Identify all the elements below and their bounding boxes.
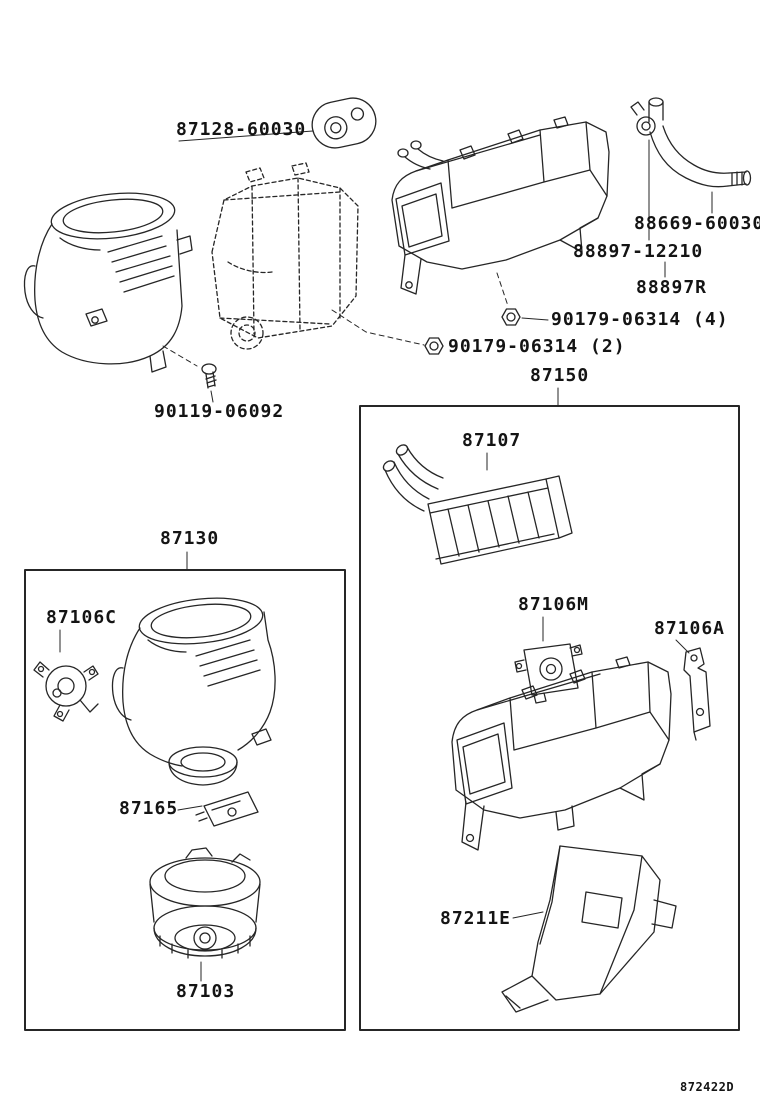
floor-duct-drawing [501,845,677,1013]
hose-drawing [630,97,752,188]
part-label-87106A: 87106A [654,618,726,639]
part-label-88669-60030: 88669-60030 [634,213,760,234]
part-label-87211E: 87211E [440,908,512,929]
heater-core-drawing [382,444,573,565]
part-label-90119-06092: 90119-06092 [154,401,285,422]
part-label-87106M: 87106M [518,594,590,615]
leader-lines [59,130,713,982]
bracket-a-drawing [683,647,711,741]
assembly-label-87130: 87130 [160,528,220,549]
grommet-drawing [311,97,377,149]
part-label-87106C: 87106C [46,607,118,628]
blower-case-lower-drawing [111,597,276,786]
assembly-box-87130 [24,569,346,1031]
phantom-leader-lines [162,272,509,367]
heater-unit-phantom-drawing [211,162,359,350]
part-label-87103: 87103 [176,981,236,1002]
nut-x4-drawing [501,308,521,326]
assembly-box-87150 [359,405,740,1031]
bolt-drawing [201,363,217,389]
blower-resistor-drawing [195,791,259,827]
part-label-88897R: 88897R [636,277,708,298]
blower-motor-drawing [149,847,261,959]
servo-motor-c-drawing [33,661,99,722]
servo-motor-m-drawing [514,643,583,704]
part-label-87128-60030: 87128-60030 [176,119,307,140]
part-label-90179-06314-x2: 90179-06314 (2) [448,336,626,357]
heater-case-lower-drawing [451,656,672,851]
nut-x2-drawing [424,337,444,355]
heater-case-drawing [391,116,610,295]
part-label-90179-06314-x4: 90179-06314 (4) [551,309,729,330]
part-label-87107: 87107 [462,430,522,451]
assembly-label-87150: 87150 [530,365,590,386]
part-label-88897-12210: 88897-12210 [573,241,704,262]
drawing-code: 872422D [680,1080,735,1094]
part-label-87165: 87165 [119,798,179,819]
blower-unit-drawing [23,192,193,373]
